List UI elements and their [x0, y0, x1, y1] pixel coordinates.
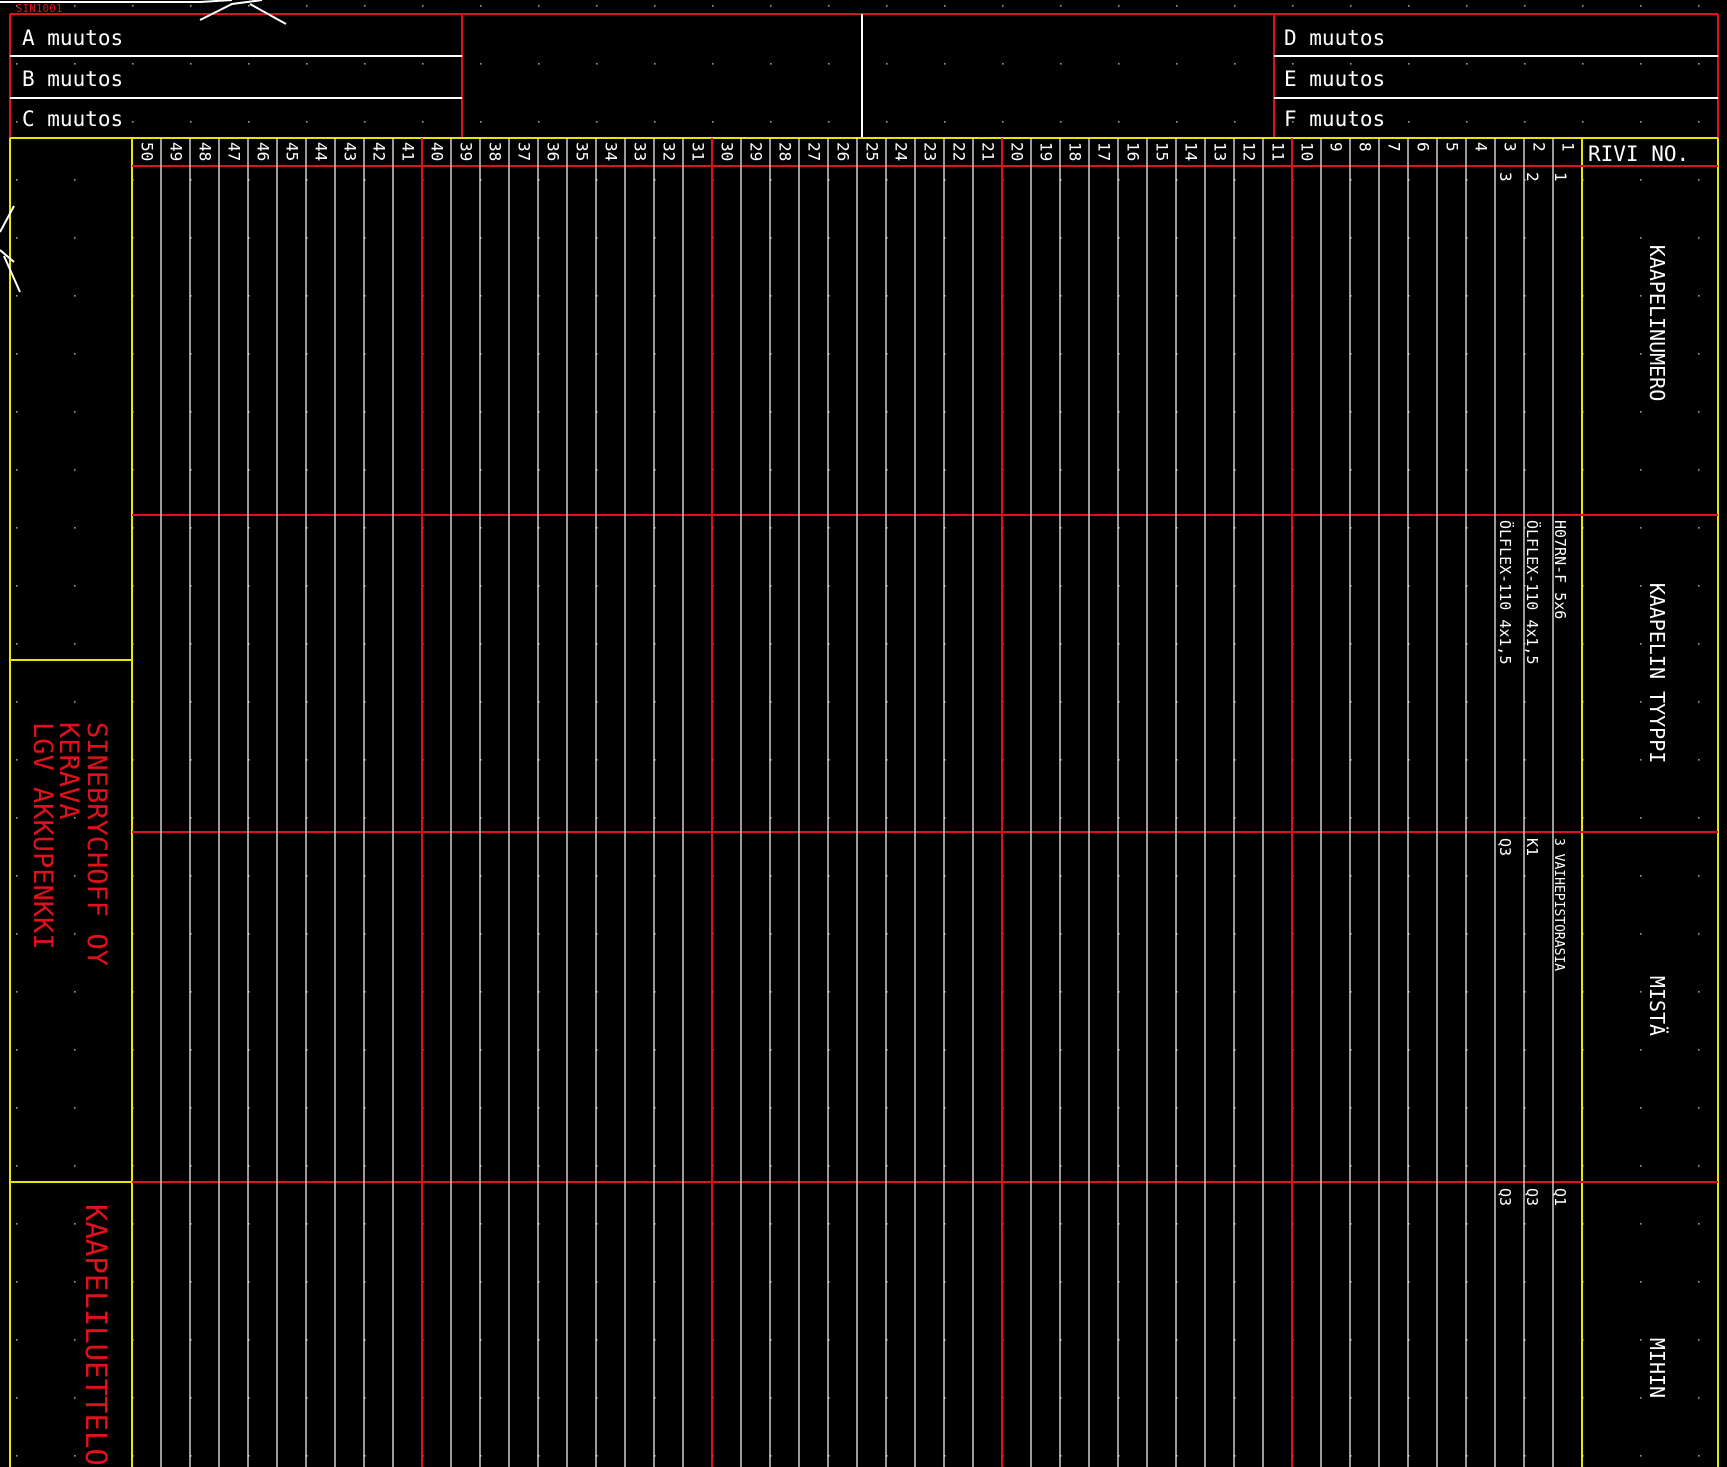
revision-a-label: A muutos [22, 26, 123, 50]
column-number-49: 49 [167, 142, 186, 161]
column-number-9: 9 [1327, 142, 1346, 152]
column-number-3: 3 [1501, 142, 1520, 152]
revision-e-label: E muutos [1284, 67, 1385, 91]
row-no-header: RIVI NO. [1588, 142, 1689, 166]
row-2-cable-number: 2 [1523, 172, 1542, 182]
column-number-10: 10 [1298, 142, 1317, 161]
column-number-40: 40 [428, 142, 447, 161]
column-number-34: 34 [602, 142, 621, 161]
column-number-32: 32 [660, 142, 679, 161]
column-number-17: 17 [1095, 142, 1114, 161]
column-number-6: 6 [1414, 142, 1433, 152]
column-number-21: 21 [979, 142, 998, 161]
column-number-47: 47 [225, 142, 244, 161]
column-number-50: 50 [138, 142, 157, 161]
column-number-41: 41 [399, 142, 418, 161]
column-number-5: 5 [1443, 142, 1462, 152]
column-number-8: 8 [1356, 142, 1375, 152]
column-number-7: 7 [1385, 142, 1404, 152]
row-1-cable-number: 1 [1551, 172, 1570, 182]
column-number-44: 44 [312, 142, 331, 161]
column-number-45: 45 [283, 142, 302, 161]
column-number-37: 37 [515, 142, 534, 161]
section-to: MIHIN [1645, 1338, 1669, 1398]
column-grid [160, 138, 1554, 1467]
column-number-14: 14 [1182, 142, 1201, 161]
title-document: KAAPELILUETTELO [79, 1204, 113, 1466]
column-number-20: 20 [1008, 142, 1027, 161]
column-number-36: 36 [544, 142, 563, 161]
column-number-31: 31 [689, 142, 708, 161]
row-2-to: Q3 [1523, 1188, 1541, 1206]
row-3-to: Q3 [1496, 1188, 1514, 1206]
column-number-28: 28 [776, 142, 795, 161]
column-number-22: 22 [950, 142, 969, 161]
column-number-23: 23 [921, 142, 940, 161]
column-number-33: 33 [631, 142, 650, 161]
column-number-35: 35 [573, 142, 592, 161]
column-number-46: 46 [254, 142, 273, 161]
row-3-cable-number: 3 [1496, 172, 1515, 182]
column-number-16: 16 [1124, 142, 1143, 161]
revision-b-label: B muutos [22, 67, 123, 91]
column-number-42: 42 [370, 142, 389, 161]
column-number-38: 38 [486, 142, 505, 161]
row-1-from: 3 VAIHEPISTORASIA [1551, 838, 1566, 971]
row-2-cable-type: ÖLFLEX-110 4x1,5 [1523, 520, 1542, 665]
sheet-tag: SIN1001 [16, 2, 62, 15]
title-company: SINEBRYCHOFF OY [81, 722, 112, 966]
row-3-from: Q3 [1496, 838, 1514, 856]
revision-d-label: D muutos [1284, 26, 1385, 50]
column-number-2: 2 [1530, 142, 1549, 152]
revision-f-label: F muutos [1284, 107, 1385, 131]
column-number-4: 4 [1472, 142, 1491, 152]
row-2-from: K1 [1523, 838, 1541, 856]
column-number-13: 13 [1211, 142, 1230, 161]
column-number-15: 15 [1153, 142, 1172, 161]
section-cable-type: KAAPELIN TYYPPI [1645, 583, 1669, 764]
column-number-25: 25 [863, 142, 882, 161]
column-number-12: 12 [1240, 142, 1259, 161]
column-number-18: 18 [1066, 142, 1085, 161]
column-number-39: 39 [457, 142, 476, 161]
column-number-30: 30 [718, 142, 737, 161]
column-number-27: 27 [805, 142, 824, 161]
title-project: LGV AKKUPENKKI [27, 722, 58, 950]
section-cable-number: KAAPELINUMERO [1645, 245, 1669, 402]
column-number-11: 11 [1269, 142, 1288, 161]
column-number-19: 19 [1037, 142, 1056, 161]
revision-block: SIN1001 A muutos B muutos C muutos D muu… [0, 0, 1719, 138]
main-frame [0, 137, 1719, 1467]
column-number-29: 29 [747, 142, 766, 161]
revision-c-label: C muutos [22, 107, 123, 131]
title-location: KERAVA [53, 722, 84, 820]
column-number-26: 26 [834, 142, 853, 161]
column-number-43: 43 [341, 142, 360, 161]
row-1-to: Q1 [1551, 1188, 1569, 1206]
row-3-cable-type: ÖLFLEX-110 4x1,5 [1496, 520, 1515, 665]
row-1-cable-type: H07RN-F 5x6 [1551, 520, 1569, 619]
column-number-48: 48 [196, 142, 215, 161]
column-number-1: 1 [1559, 142, 1578, 152]
section-from: MISTÄ [1645, 976, 1669, 1036]
column-number-24: 24 [892, 142, 911, 161]
